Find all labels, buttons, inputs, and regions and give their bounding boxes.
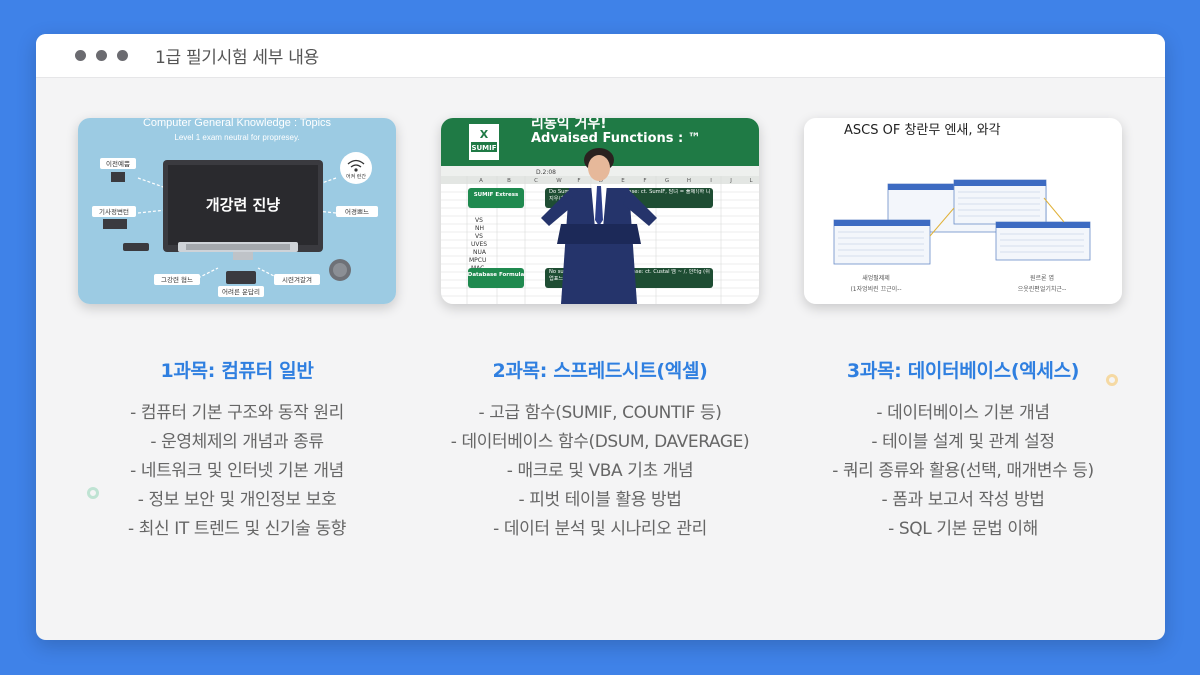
- caption-left-1: 새엉펄제제: [862, 274, 890, 282]
- wifi-label: 어켜 런간: [346, 173, 366, 180]
- green-box-2: Database Formula: [468, 272, 525, 278]
- window-dot-icon[interactable]: [117, 50, 128, 61]
- subject-1-item: - 네트워크 및 인터넷 기본 개념: [130, 461, 344, 481]
- subject-2-item: - 데이터베이스 함수(DSUM, DAVERAGE): [450, 432, 750, 452]
- label-box-3: 어경쁘느: [345, 207, 369, 216]
- browser-window: 1급 필기시험 세부 내용 Computer General Knowledge…: [36, 34, 1165, 640]
- subject-3-item: - 쿼리 종류와 활용(선택, 매개변수 등): [832, 461, 1094, 481]
- subject-3-item: - 테이블 설계 및 관계 설정: [871, 432, 1055, 452]
- subject-1-item: - 컴퓨터 기본 구조와 동작 원리: [130, 403, 344, 423]
- subject-1-item: - 운영체제의 개념과 종류: [150, 432, 324, 452]
- row-label: NUA: [473, 249, 487, 256]
- subject-2-item: - 피벗 테이블 활용 방법: [518, 490, 682, 510]
- card2-subheader: Advaised Functions : ™: [531, 131, 701, 146]
- row-label: NH: [475, 225, 484, 232]
- screen-text: 개강련 진냥: [206, 196, 280, 214]
- subject-1-item: - 최신 IT 트렌드 및 신기술 동향: [128, 519, 346, 539]
- subject-1-title: 1과목: 컴퓨터 일반: [160, 360, 314, 382]
- card1-header: Computer General Knowledge : Topics: [143, 118, 332, 129]
- green-box-1: SUMIF Extress: [474, 192, 519, 198]
- subject-3-title: 3과목: 데이터베이스(엑세스): [846, 360, 1080, 382]
- subject-1: 1과목: 컴퓨터 일반 - 컴퓨터 기본 구조와 동작 원리 - 운영체제의 개…: [47, 356, 427, 544]
- subject-3: 3과목: 데이터베이스(엑세스) - 데이터베이스 기본 개념 - 테이블 설계…: [773, 356, 1153, 544]
- subject-2-item: - 고급 함수(SUMIF, COUNTIF 등): [478, 403, 722, 423]
- title-bar: 1급 필기시험 세부 내용: [36, 34, 1165, 78]
- column-letter: B: [507, 178, 511, 184]
- column-letter: I: [710, 178, 712, 184]
- caption-left-2: (1자엉븨린 끄근이--: [850, 285, 901, 293]
- subject-1-item: - 정보 보안 및 개인정보 보호: [137, 490, 337, 510]
- column-letter: A: [479, 178, 483, 184]
- subject-2-item: - 데이터 분석 및 시나리오 관리: [493, 519, 707, 539]
- window-dot-icon[interactable]: [96, 50, 107, 61]
- computer-topics-image: Computer General Knowledge : Topics Leve…: [78, 118, 396, 304]
- caption-right-2: 으웃린편얼기치근--: [1018, 285, 1067, 293]
- column-letter: F: [643, 178, 646, 184]
- window-title: 1급 필기시험 세부 내용: [155, 48, 319, 68]
- card3-header: ASCS OF 창란무 엔새, 와각: [844, 123, 1001, 138]
- window-dot-icon[interactable]: [75, 50, 86, 61]
- label-box-5: 어려른 운답리: [222, 287, 260, 296]
- caption-right-1: 원르론 엽: [1030, 274, 1054, 282]
- column-letter: J: [729, 178, 732, 184]
- label-box-1: 이전예쁨: [106, 159, 130, 168]
- card2-header: 리동익 거우!: [531, 118, 607, 132]
- column-letter: F: [577, 178, 580, 184]
- sumif-badge: SUMIF: [471, 144, 496, 152]
- businessman-figure: [541, 148, 657, 304]
- subject-3-item: - 폼과 보고서 작성 방법: [881, 490, 1045, 510]
- access-database-image: ASCS OF 창란무 엔새, 와각: [804, 118, 1122, 304]
- subject-2-item: - 매크로 및 VBA 기초 개념: [506, 461, 694, 481]
- row-label: VS: [475, 233, 483, 240]
- column-letter: C: [534, 178, 538, 184]
- row-label: MPCU: [469, 257, 486, 264]
- subject-2-title: 2과목: 스프레드시트(엑셀): [492, 360, 708, 382]
- column-letter: L: [749, 178, 753, 184]
- subject-3-item: - SQL 기본 문법 이해: [888, 519, 1038, 539]
- excel-letter: X: [480, 128, 489, 141]
- row-label: UVES: [471, 241, 487, 248]
- column-letter: W: [556, 178, 562, 184]
- column-letter: E: [621, 178, 625, 184]
- subject-2: 2과목: 스프레드시트(엑셀) - 고급 함수(SUMIF, COUNTIF 등…: [410, 356, 790, 544]
- card1-subheader: Level 1 exam neutral for propresey.: [174, 133, 299, 142]
- row-label: VS: [475, 217, 483, 224]
- label-box-6: 시련겨갈겨: [282, 275, 312, 284]
- column-letter: G: [665, 178, 669, 184]
- excel-functions-image: X SUMIF 리동익 거우! Advaised Functions : ™ D…: [441, 118, 759, 304]
- window-controls[interactable]: [75, 50, 128, 61]
- decorative-circle-icon: [87, 487, 99, 499]
- label-box-4: 그강련 협느: [161, 275, 193, 284]
- subject-3-item: - 데이터베이스 기본 개념: [876, 403, 1050, 423]
- label-box-2: 기사정변턴: [99, 207, 129, 216]
- decorative-circle-icon: [1106, 374, 1118, 386]
- formula-bar-text: D.2:08: [536, 169, 556, 176]
- column-letter: D: [599, 178, 603, 184]
- column-letter: H: [687, 178, 691, 184]
